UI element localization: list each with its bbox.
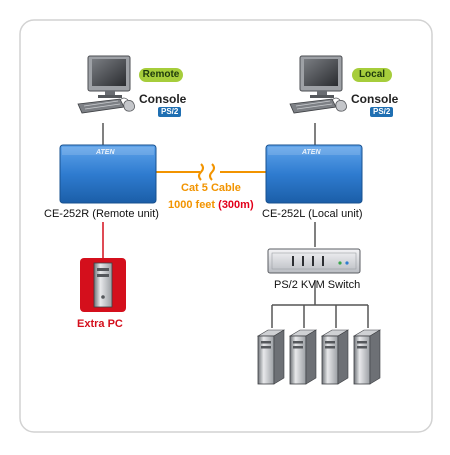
local-ps2-badge: PS/2 [370,107,394,117]
remote-badge: Remote [139,68,183,82]
local-badge: Local [352,68,392,82]
cable-distance-metric: (300m) [218,199,254,211]
cable-distance-feet: 1000 feet [168,199,219,211]
connection-lines [102,123,369,328]
server-tower-3-icon [320,329,350,385]
extra-pc-label: Extra PC [77,318,123,330]
remote-brand-logo: ATEN [96,149,115,156]
local-console-label: Console [351,92,399,106]
local-brand-logo: ATEN [302,149,321,156]
remote-ps2-badge: PS/2 [158,107,182,117]
extra-pc-icon [80,258,126,312]
local-monitor-icon [299,55,343,98]
cat5-cable [156,163,266,181]
remote-unit-box [59,144,157,204]
kvm-switch-label: PS/2 KVM Switch [274,279,361,291]
local-unit-label: CE-252L (Local unit) [262,208,363,220]
remote-console-label: Console [139,92,187,106]
outer-frame [19,19,433,433]
local-mouse-icon [331,97,347,112]
remote-monitor-icon [87,55,131,98]
cable-distance-label: 1000 feet (300m) [168,199,254,211]
cable-type-label: Cat 5 Cable [181,182,241,194]
server-tower-4-icon [352,329,382,385]
kvm-switch-icon [267,248,361,274]
local-unit-box [265,144,363,204]
remote-mouse-icon [119,97,135,112]
remote-unit-label: CE-252R (Remote unit) [44,208,159,220]
cable-break-icon [198,163,204,181]
server-tower-1-icon [256,329,286,385]
server-tower-2-icon [288,329,318,385]
